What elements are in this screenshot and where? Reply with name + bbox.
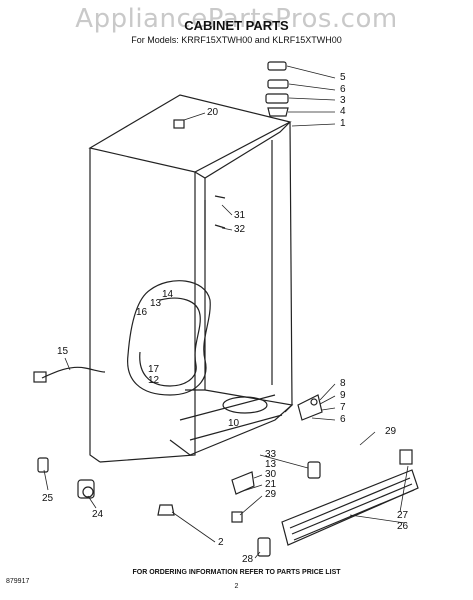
leader-29a [359, 431, 376, 446]
leader-9 [319, 395, 336, 405]
mount-bracket [231, 471, 255, 495]
hinge-cover [267, 79, 289, 89]
document-code: 879917 [6, 578, 30, 585]
leader-24 [87, 495, 97, 509]
grille-clip-33 [307, 461, 321, 479]
plug-20 [173, 119, 185, 129]
leader-3 [288, 97, 336, 101]
hinge-shim [267, 107, 289, 117]
cabinet-front-edge [89, 148, 101, 463]
callout-31: 31 [234, 210, 246, 221]
toe-grille-slats [289, 477, 415, 541]
leader-20 [183, 112, 206, 121]
spacer-29 [231, 511, 243, 523]
callout-21: 21 [265, 479, 277, 490]
callout-17: 17 [148, 364, 160, 375]
bracket-28 [257, 537, 271, 557]
callout-26: 26 [397, 521, 409, 532]
watermark: AppliancePartsPros.com [75, 4, 398, 34]
leader-21 [239, 484, 263, 493]
callout-29b: 29 [265, 489, 277, 500]
callout-5: 5 [340, 72, 346, 83]
leader-32 [221, 227, 233, 231]
callout-20: 20 [207, 107, 219, 118]
cabinet-top [88, 94, 292, 173]
cabinet-right-side [284, 121, 293, 413]
ordering-note: FOR ORDERING INFORMATION REFER TO PARTS … [132, 569, 341, 576]
leader-6 [288, 83, 336, 91]
screw-25 [37, 457, 49, 473]
leader-30 [253, 474, 263, 479]
callout-33: 33 [265, 449, 277, 460]
callout-1: 1 [340, 118, 346, 129]
callout-10: 10 [228, 418, 240, 429]
diagram-title: CABINET PARTS [184, 18, 289, 33]
cabinet-left-face [99, 172, 196, 463]
lower-hinge [297, 394, 323, 421]
cabinet-bottom [169, 389, 294, 456]
page-number: 2 [234, 583, 239, 590]
leader-15 [64, 357, 71, 371]
callout-16: 16 [136, 307, 148, 318]
roller-24 [77, 479, 95, 499]
leader-1 [291, 123, 336, 127]
callout-25: 25 [42, 493, 54, 504]
leader-7 [321, 407, 336, 411]
power-cord [41, 366, 106, 379]
callout-32: 32 [234, 224, 246, 235]
leader-5 [286, 65, 336, 79]
callout-9: 9 [340, 390, 346, 401]
hinge-cap [267, 61, 287, 71]
callout-13: 13 [150, 298, 162, 309]
leader-28 [254, 551, 261, 559]
callout-13b: 13 [265, 459, 277, 470]
callout-14: 14 [162, 289, 174, 300]
hinge-top [265, 93, 289, 104]
callout-2: 2 [218, 537, 224, 548]
callout-15: 15 [57, 346, 69, 357]
callout-12: 12 [148, 375, 160, 386]
leader-33 [259, 454, 309, 469]
cutaway-inner [139, 297, 201, 387]
toe-grille [281, 469, 419, 546]
cabinet-inner-back [194, 121, 291, 179]
callout-8: 8 [340, 378, 346, 389]
leader-26 [349, 514, 406, 524]
callout-29a: 29 [385, 426, 397, 437]
cutaway-liner [127, 280, 211, 396]
leader-6b [311, 417, 336, 421]
hinge-pin [310, 398, 318, 406]
leader-8 [319, 383, 336, 401]
roller-wheel [82, 486, 94, 498]
leader-27 [399, 465, 409, 513]
grille-clip-27 [399, 449, 413, 465]
callout-6: 6 [340, 84, 346, 95]
wire-bracket [204, 195, 226, 250]
leader-25 [43, 469, 49, 491]
heater-loop [222, 396, 268, 414]
power-plug [33, 371, 47, 383]
callout-6b: 6 [340, 414, 346, 425]
callout-3: 3 [340, 95, 346, 106]
leader-31 [221, 204, 233, 216]
callout-4: 4 [340, 106, 346, 117]
callout-24: 24 [92, 509, 104, 520]
diagram-subtitle: For Models: KRRF15XTWH00 and KLRF15XTWH0… [131, 35, 342, 45]
cabinet-inner-wall [204, 140, 273, 390]
leveling-leg [157, 504, 175, 516]
leader-2 [171, 511, 216, 543]
leader-29b [239, 495, 263, 516]
callout-7: 7 [340, 402, 346, 413]
callout-27: 27 [397, 510, 409, 521]
callout-30: 30 [265, 469, 277, 480]
callout-28: 28 [242, 554, 254, 565]
